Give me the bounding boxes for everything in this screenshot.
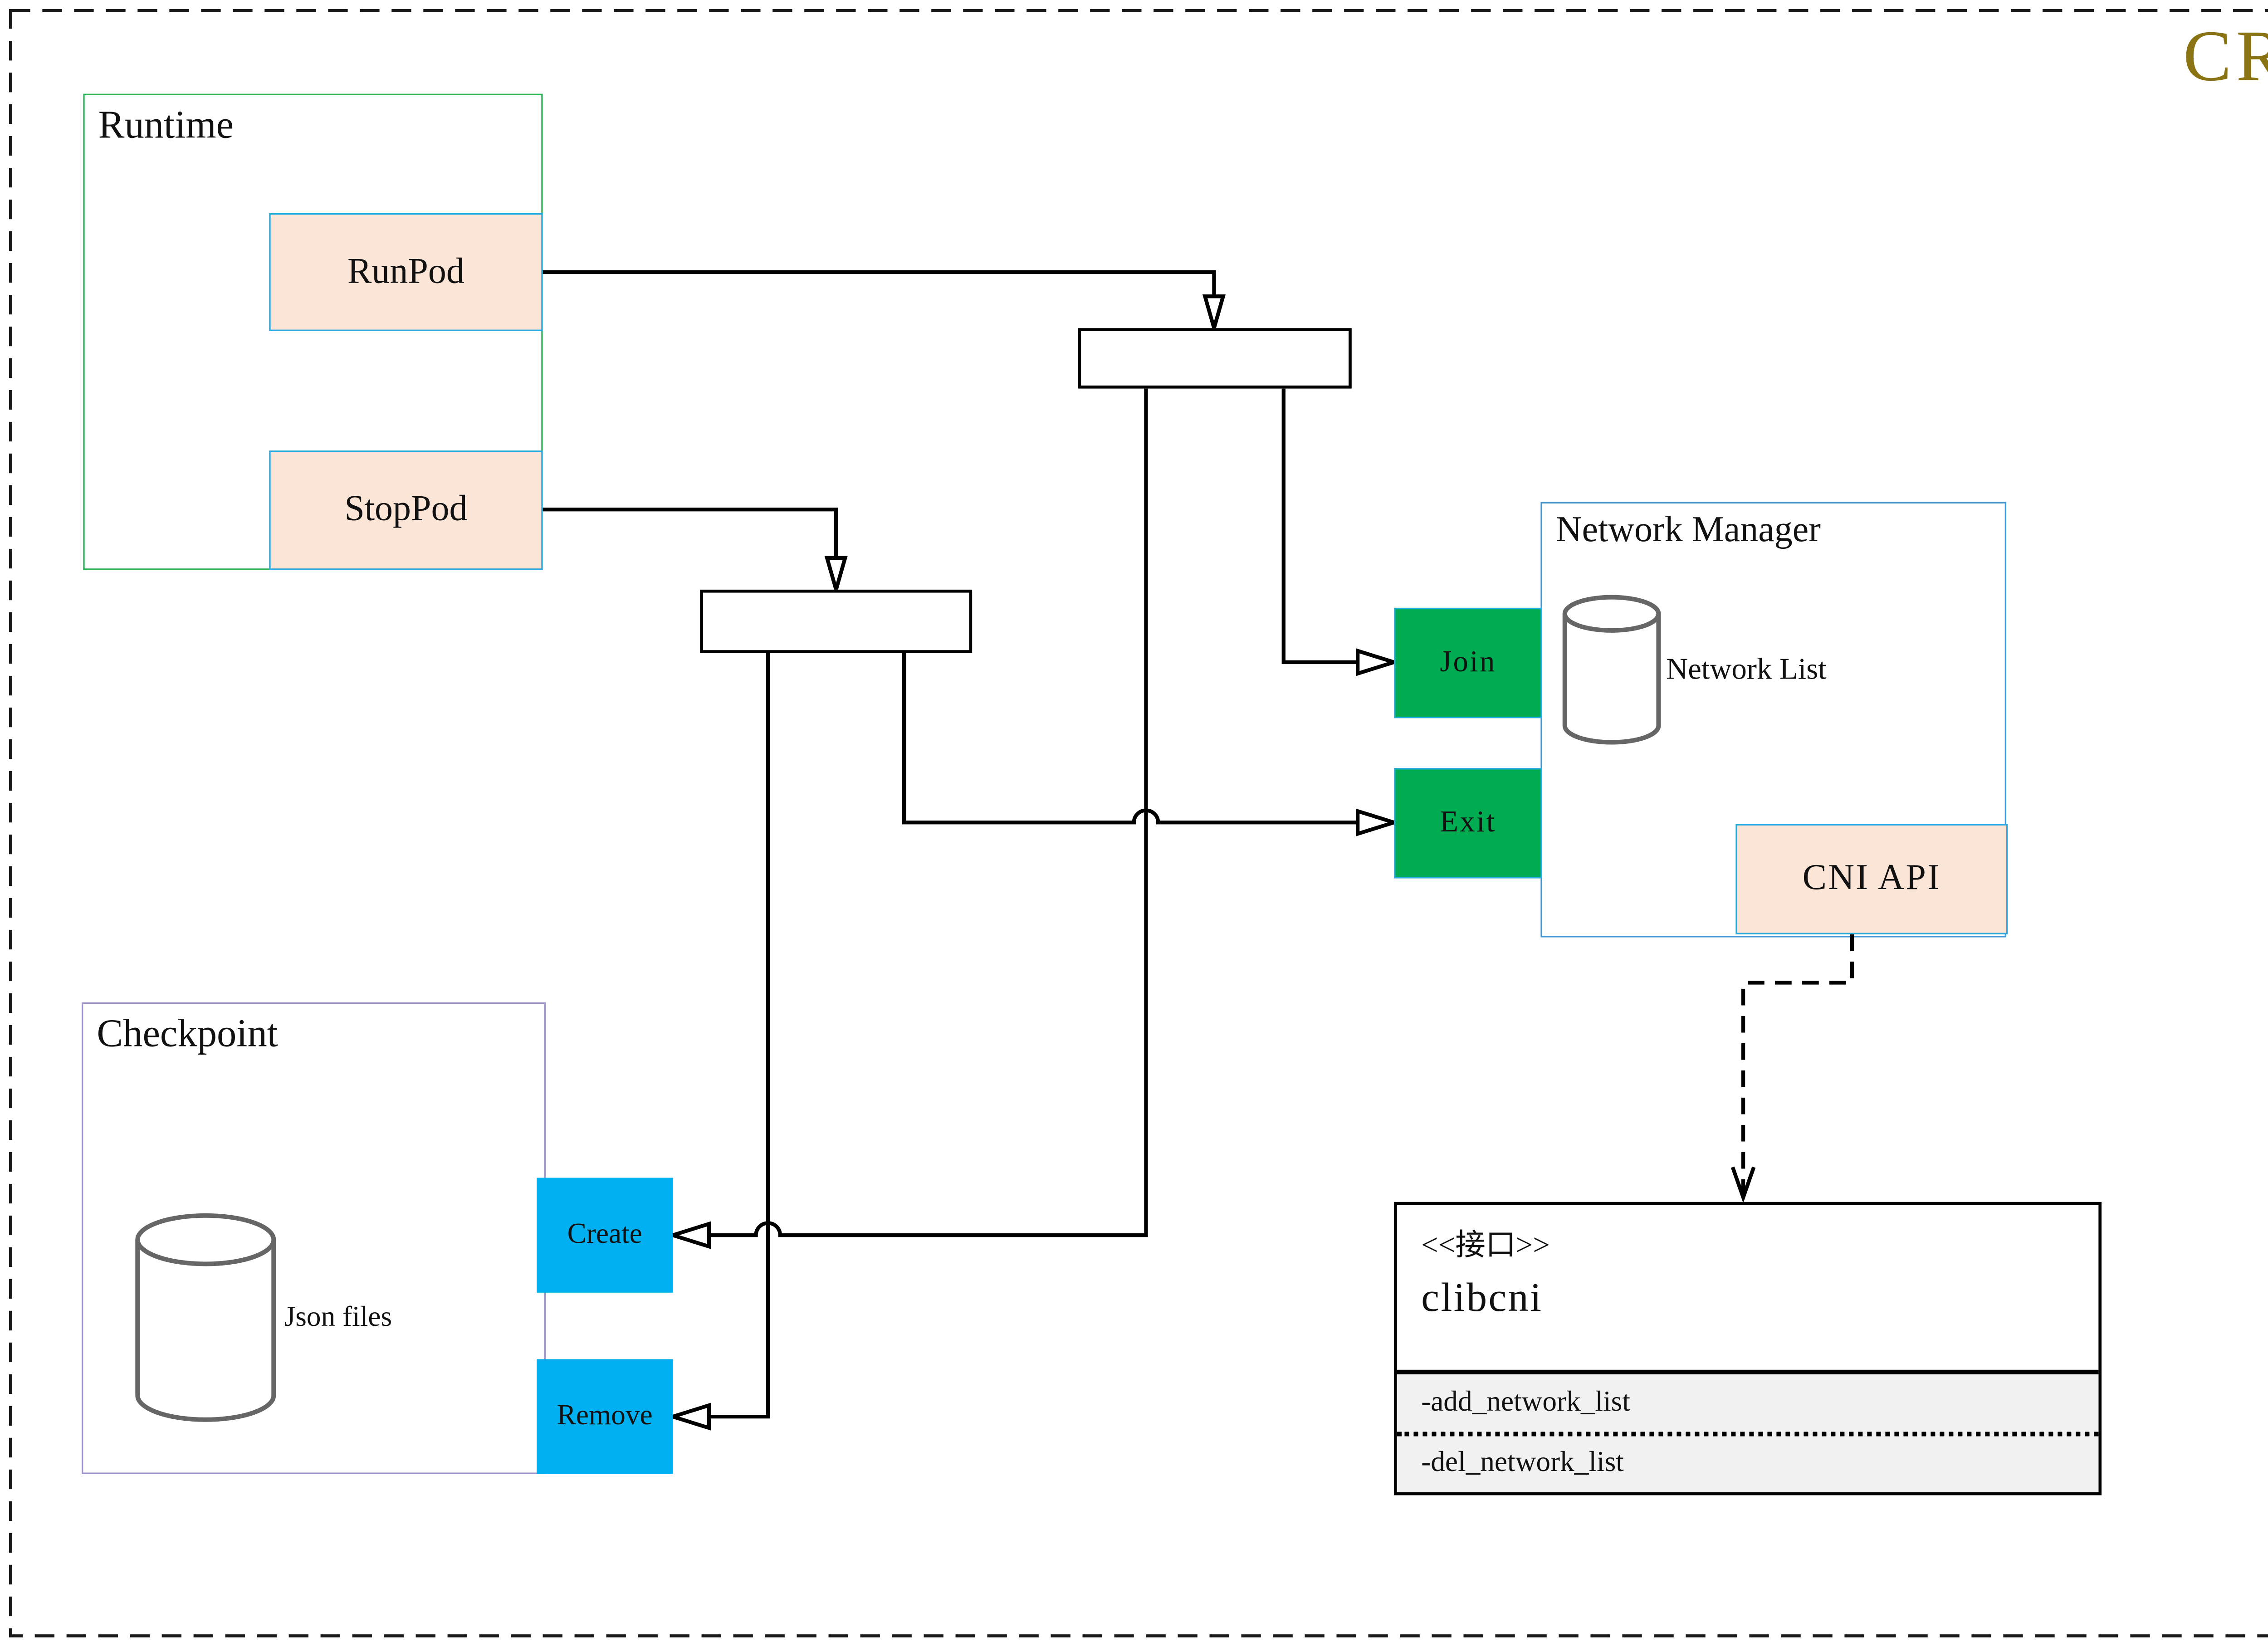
open-v-arrowhead-clibcni bbox=[1730, 1166, 1756, 1203]
open-arrowhead-down-junction2 bbox=[824, 556, 848, 597]
stoppod-node: StopPod bbox=[269, 450, 543, 570]
connector-junction1-to-join bbox=[1281, 388, 1358, 665]
runpod-label: RunPod bbox=[347, 251, 464, 291]
open-arrowhead-down-junction1 bbox=[1202, 294, 1226, 335]
stoppod-label: StopPod bbox=[344, 489, 468, 529]
clibcni-methods-section: -add_network_list -del_network_list bbox=[1397, 1374, 2099, 1492]
cni-api-label: CNI API bbox=[1802, 859, 1941, 898]
open-arrowhead-left-remove bbox=[666, 1403, 711, 1431]
exit-node: Exit bbox=[1394, 768, 1542, 879]
create-node: Create bbox=[537, 1178, 673, 1293]
dashed-connector-cniapi-to-clibcni bbox=[1741, 934, 1854, 1193]
clibcni-name: clibcni bbox=[1421, 1274, 1543, 1320]
connector-runpod-to-junction1 bbox=[543, 270, 1216, 297]
connector-junction1-to-create bbox=[709, 388, 1148, 1237]
exit-label: Exit bbox=[1440, 806, 1496, 839]
runtime-title: Runtime bbox=[98, 103, 234, 147]
runpod-node: RunPod bbox=[269, 213, 543, 331]
cri-title: CRI bbox=[2183, 16, 2268, 97]
clibcni-title-section: <<接口>> clibcni bbox=[1397, 1205, 2099, 1374]
network-list-database-cylinder-icon bbox=[1562, 595, 1661, 745]
network-list-label: Network List bbox=[1666, 653, 1827, 687]
cni-api-node: CNI API bbox=[1735, 824, 2008, 934]
junction-bar-2 bbox=[700, 589, 973, 653]
page-dashed-border bbox=[9, 9, 2268, 1637]
join-label: Join bbox=[1440, 645, 1496, 679]
open-arrowhead-left-create bbox=[666, 1221, 711, 1249]
method-del-network-list: -del_network_list bbox=[1421, 1447, 1624, 1479]
clibcni-stereotype: <<接口>> bbox=[1421, 1229, 1550, 1263]
junction-bar-1 bbox=[1078, 328, 1352, 389]
connector-junction2-to-exit bbox=[902, 653, 1358, 825]
join-node: Join bbox=[1394, 607, 1542, 718]
open-arrowhead-right-join bbox=[1355, 648, 1401, 676]
network-manager-title: Network Manager bbox=[1555, 511, 1821, 551]
open-arrowhead-right-exit bbox=[1355, 808, 1401, 836]
interface-clibcni-box: <<接口>> clibcni -add_network_list -del_ne… bbox=[1394, 1202, 2102, 1495]
connector-stoppod-to-junction2 bbox=[543, 508, 838, 558]
remove-node: Remove bbox=[537, 1359, 673, 1474]
json-files-database-cylinder-icon bbox=[135, 1213, 276, 1422]
checkpoint-title: Checkpoint bbox=[97, 1011, 278, 1056]
method-add-network-list: -add_network_list bbox=[1397, 1374, 2099, 1436]
json-files-label: Json files bbox=[284, 1301, 392, 1334]
remove-label: Remove bbox=[557, 1400, 653, 1432]
connector-junction2-to-remove bbox=[709, 653, 770, 1419]
create-label: Create bbox=[567, 1218, 642, 1251]
